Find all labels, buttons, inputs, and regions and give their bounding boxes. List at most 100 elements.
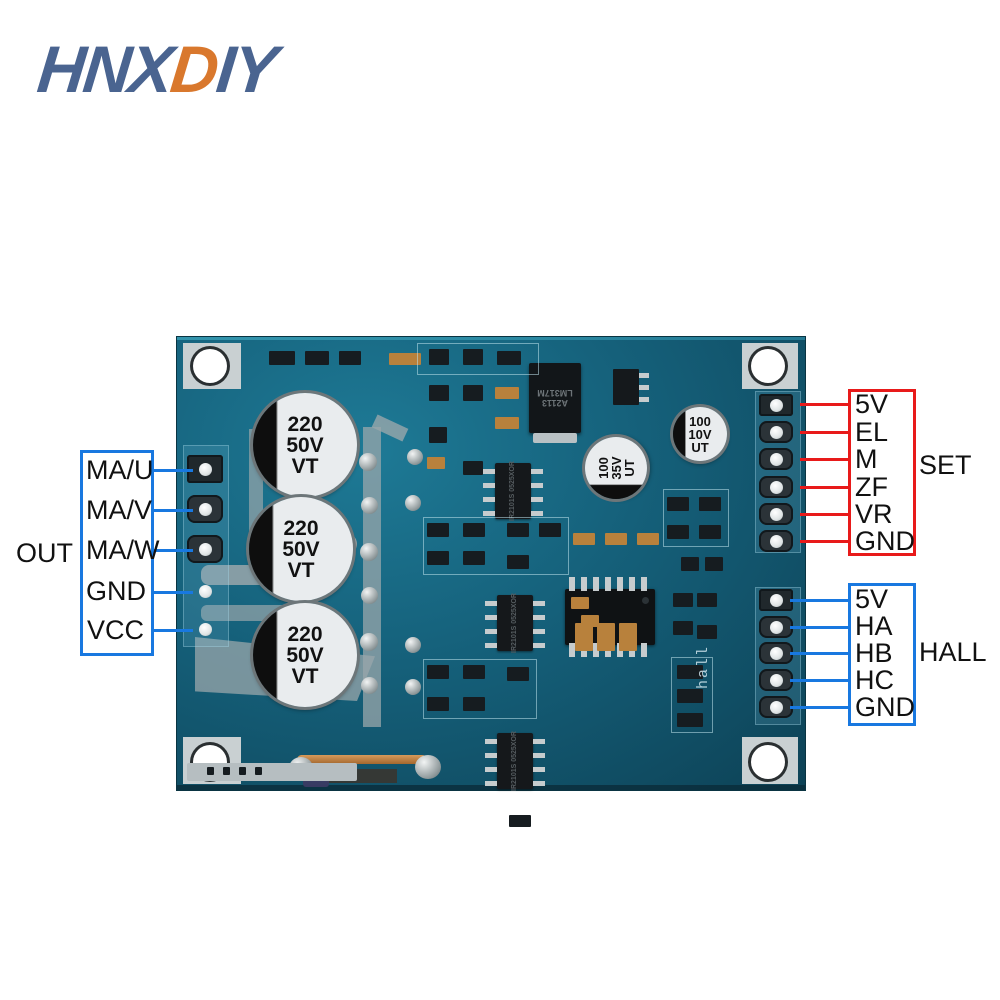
out-callout-box bbox=[80, 450, 154, 656]
hall-pin-label-3: HB bbox=[855, 638, 893, 668]
ic-pin bbox=[593, 577, 599, 591]
set-lead-2 bbox=[800, 431, 848, 434]
board-bottom-edge bbox=[177, 785, 805, 790]
out-lead-3 bbox=[148, 549, 193, 552]
smd-capacitor bbox=[463, 665, 485, 679]
set-pin-label-3: M bbox=[855, 444, 878, 474]
solder-joint bbox=[405, 495, 421, 511]
pcb-board: 220 50V VT 220 50V VT 220 50V VT 100 35V… bbox=[177, 337, 805, 827]
hall-pin-1-pad[interactable] bbox=[759, 589, 793, 611]
set-pin-1-pad[interactable] bbox=[759, 394, 793, 416]
hall-pin-5-pad[interactable] bbox=[759, 696, 793, 718]
set-pin-2-pad[interactable] bbox=[759, 421, 793, 443]
set-pin-3-pad[interactable] bbox=[759, 448, 793, 470]
out-pin-4-hole bbox=[199, 585, 212, 598]
ic-pin bbox=[531, 469, 543, 474]
set-lead-3 bbox=[800, 458, 848, 461]
out-pin-label-1: MA/U bbox=[86, 455, 154, 485]
out-pin-label-2: MA/V bbox=[86, 495, 153, 525]
ic-pin bbox=[581, 577, 587, 591]
smd-capacitor bbox=[677, 665, 703, 679]
out-pin-4-pad[interactable] bbox=[187, 577, 223, 605]
ic-pin bbox=[629, 577, 635, 591]
sot23-lead bbox=[639, 373, 649, 378]
smd-capacitor bbox=[463, 385, 483, 401]
set-lead-1 bbox=[800, 403, 848, 406]
ic-pin bbox=[533, 767, 545, 772]
gate-driver-ic-2-line2: 0525XOR bbox=[510, 593, 518, 624]
hall-pin-1-hole bbox=[770, 594, 783, 607]
out-pin-3-pad[interactable] bbox=[187, 535, 223, 563]
smd-capacitor bbox=[705, 557, 723, 571]
smd-resistor-cluster bbox=[619, 623, 637, 651]
out-pin-1-pad[interactable] bbox=[187, 455, 223, 483]
ic-pin bbox=[531, 497, 543, 502]
set-group-label: SET bbox=[919, 450, 972, 480]
hall-pin-2-hole bbox=[770, 621, 783, 634]
smd-resistor bbox=[509, 815, 531, 827]
capacitor-c1: 220 50V VT bbox=[253, 393, 357, 497]
gate-driver-ic-1-line2: 0525XOR bbox=[508, 461, 516, 492]
smd-resistor bbox=[571, 597, 589, 609]
capacitor-c2-value: 220 bbox=[283, 516, 319, 540]
ic-pin bbox=[533, 781, 545, 786]
capacitor-c5-value: 100 bbox=[689, 413, 711, 429]
smd-resistor bbox=[269, 351, 295, 365]
out-pin-label-4: GND bbox=[86, 576, 146, 606]
hall-pin-4-pad[interactable] bbox=[759, 669, 793, 691]
hall-group-label: HALL bbox=[919, 637, 987, 667]
set-pin-5-hole bbox=[770, 508, 783, 521]
jumper-wire bbox=[297, 755, 427, 764]
smd-fuse bbox=[389, 353, 421, 365]
mount-hole-tl bbox=[193, 349, 227, 383]
smd-resistor bbox=[495, 417, 519, 429]
out-pin-5-pad[interactable] bbox=[187, 615, 223, 643]
ic-pin bbox=[569, 577, 575, 591]
set-pin-4-hole bbox=[770, 481, 783, 494]
solder-joint bbox=[359, 453, 377, 471]
ic-pin bbox=[485, 739, 497, 744]
sot23-lead bbox=[639, 397, 649, 402]
smd-capacitor bbox=[681, 557, 699, 571]
smd-resistor bbox=[339, 351, 361, 365]
ic-pin bbox=[485, 629, 497, 634]
solder-joint bbox=[407, 449, 423, 465]
gate-driver-ic-1-marking: IR2101S 0525XOR bbox=[485, 461, 541, 521]
out-pin-2-pad[interactable] bbox=[187, 495, 223, 523]
hall-pin-2-pad[interactable] bbox=[759, 616, 793, 638]
hall-pin-3-hole bbox=[770, 647, 783, 660]
smd-resistor bbox=[427, 457, 445, 469]
out-lead-2 bbox=[148, 509, 193, 512]
regulator-marking-line1: LM317M bbox=[537, 388, 573, 398]
smd-capacitor bbox=[427, 523, 449, 537]
out-lead-4 bbox=[148, 591, 193, 594]
gate-driver-ic-3-marking: IR2101S 0525XOR bbox=[487, 731, 543, 791]
set-pin-6-pad[interactable] bbox=[759, 530, 793, 552]
set-pin-4-pad[interactable] bbox=[759, 476, 793, 498]
set-pin-label-6: GND bbox=[855, 526, 915, 556]
board-top-edge bbox=[177, 337, 805, 340]
solder-joint bbox=[361, 497, 378, 514]
gate-driver-ic-2-marking: IR2101S 0525XOR bbox=[487, 593, 543, 653]
gate-driver-ic-2: IR2101S 0525XOR bbox=[497, 593, 533, 653]
set-pin-label-2: EL bbox=[855, 417, 889, 447]
smd-capacitor bbox=[463, 461, 483, 475]
hall-lead-2 bbox=[790, 626, 848, 629]
set-lead-6 bbox=[800, 540, 848, 543]
smd-capacitor bbox=[463, 523, 485, 537]
solder-joint bbox=[405, 637, 421, 653]
ic-pin1-dot bbox=[642, 597, 649, 604]
out-pin-label-5: VCC bbox=[86, 615, 144, 645]
set-pin-5-pad[interactable] bbox=[759, 503, 793, 525]
gate-driver-ic-3: IR2101S 0525XOR bbox=[497, 731, 533, 791]
ic-pin bbox=[533, 739, 545, 744]
capacitor-c2-brand: VT bbox=[287, 558, 315, 582]
mount-hole-br bbox=[751, 745, 785, 779]
ic-pin bbox=[485, 643, 497, 648]
silkscreen-outline bbox=[423, 659, 537, 719]
solder-joint bbox=[361, 677, 378, 694]
hall-pin-label-5: GND bbox=[855, 692, 915, 722]
hall-pin-3-pad[interactable] bbox=[759, 642, 793, 664]
header-pin bbox=[207, 767, 214, 775]
out-pin-1-hole bbox=[199, 463, 212, 476]
